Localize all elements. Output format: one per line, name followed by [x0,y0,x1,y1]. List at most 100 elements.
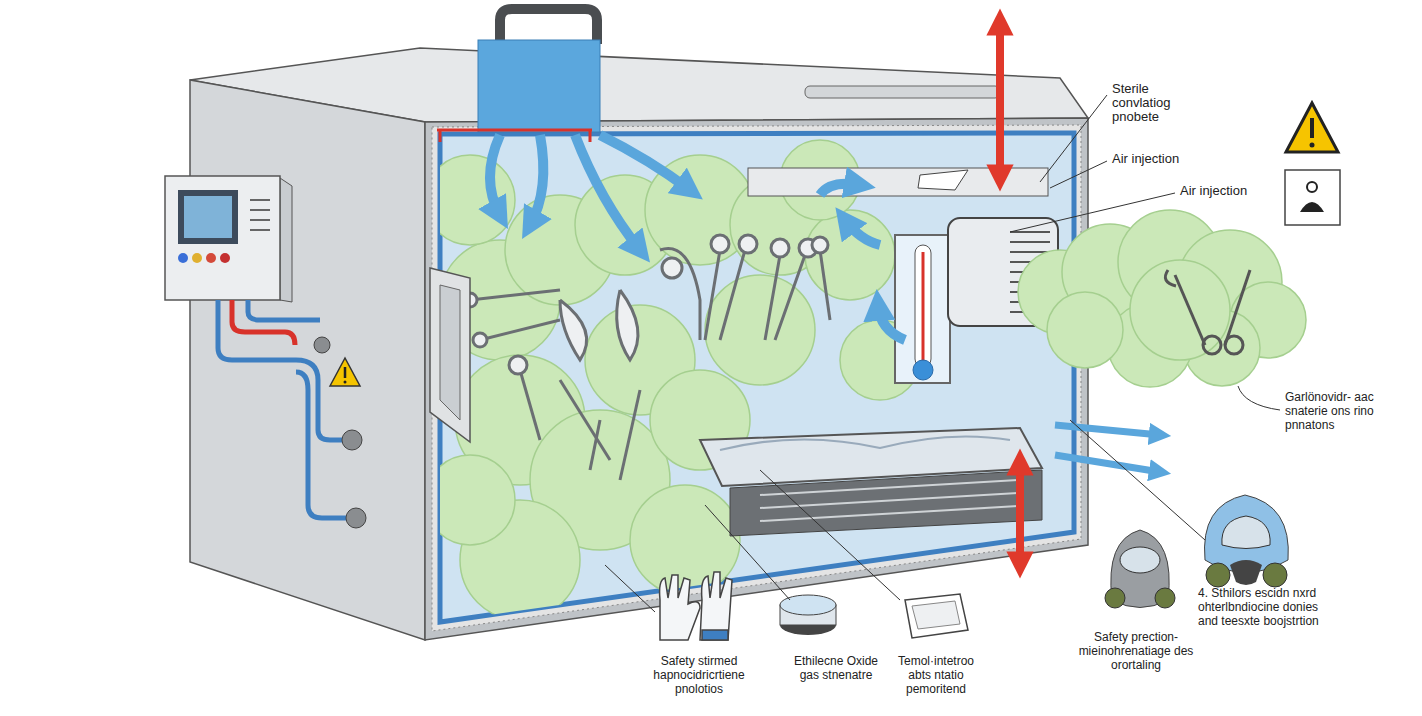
leader-lines-part [1050,161,1107,188]
thermometer [895,235,950,383]
instruments-part [473,333,487,347]
gas-mask-part [1120,547,1160,573]
leader-lines [605,95,1280,612]
control-panel-part [192,253,202,263]
control-panel-part-part [250,199,270,201]
leader-lines-part [1238,386,1280,410]
control-panel-part-part [250,209,270,211]
instruments-part [470,290,560,300]
flow-arrows-part [878,305,905,340]
pipe-connectors-part [342,430,362,450]
air-vent-part-part [1010,241,1050,243]
leader-lines-part [1070,420,1205,540]
callout-label: Sterile convlatiog pnobete [1112,82,1204,124]
control-panel [165,176,292,302]
gas-cloud-part-part [425,155,515,245]
hazard-signs-part [1310,143,1315,148]
instruments-part [520,370,540,440]
tray-part [730,470,1042,536]
pipe-connectors-part [314,337,330,353]
pipe-connectors-part [346,508,366,528]
instruments-part [480,320,560,340]
heat-arrows [1000,22,1020,565]
instruments-part [560,300,587,360]
gas-mask-part [1230,560,1262,585]
callout-label: Safety stirmed hapnocidricrtiene pnoloti… [638,654,760,696]
air-vent-part-part [1010,231,1050,233]
warning-symbol [330,358,360,386]
callout-label: Ethilecne Oxide gas stnenatre [786,654,886,682]
warning-symbol-part [344,367,347,378]
hazard-signs [1285,103,1340,225]
exhaust-tools-part [1175,275,1205,345]
instruments-part [620,390,640,480]
callout-label: Temol·intetroo abts ntatio pemoritend [890,654,982,696]
gloves-part [700,572,732,640]
warning-symbol-part [330,358,360,386]
tray-part [760,480,1020,521]
exhaust-tools-part [1225,336,1243,354]
instruments-part [509,356,527,374]
gas-mask-part [1155,588,1175,608]
warning-symbol-part [344,381,347,384]
side-door [430,268,470,442]
leader-lines-part [760,470,900,600]
thermometer-part [915,245,931,367]
instruments-part [812,237,828,253]
control-panel-part [280,178,292,302]
flow-arrows-part [820,184,860,195]
instruments-part [660,249,700,340]
flow-arrows-part [530,135,543,225]
flow-arrows [490,135,905,340]
control-panel-part [178,253,188,263]
pipes [218,300,346,518]
control-panel-part-part [250,229,270,231]
top-shelf-part [918,170,968,190]
heat-arrows-part [996,22,1004,178]
thermometer-part [913,360,933,380]
control-panel-part [184,196,232,238]
exhaust-arrows-part [1055,425,1160,435]
instruments-part [662,258,682,278]
thermometer-part [895,235,950,383]
hazard-signs-part [1307,182,1317,192]
heat-arrows-part [1016,462,1024,565]
leader-lines-part [705,505,790,600]
leader-lines-part [605,565,655,612]
cabinet-part [432,125,1081,631]
pipes-part [296,372,346,518]
pipes-part [218,300,296,360]
gas-mask-part [1222,516,1270,549]
side-door-part [440,285,460,420]
gloves [660,572,732,640]
hazard-signs-part [1285,170,1340,225]
instruments-part [617,290,638,360]
instruments-part [705,250,745,340]
exhaust-cloud-part [1047,292,1123,368]
hazard-signs-part [1310,118,1314,138]
exhaust-tools-part [1203,336,1221,354]
exhaust-tools-part [1225,270,1250,345]
control-panel-part [178,190,238,244]
cabinet-part [478,40,600,132]
gloves-part [702,630,728,640]
sample-tray-part [912,601,960,629]
cabinet-part [440,133,1074,622]
callout-label: Air injection [1180,184,1280,198]
instruments-part [560,380,610,460]
top-handle [500,9,597,44]
cabinet-part [805,86,1000,98]
sample-tray [905,594,968,638]
flow-arrows-part [845,220,880,245]
gloves-part [660,575,700,640]
gas-mask-part [1105,588,1125,608]
cabinet-part [437,130,592,142]
hazard-signs-part [1286,103,1338,152]
instruments-part [765,255,805,340]
exhaust-tools-part [1165,270,1176,286]
callout-label: Air injection [1112,152,1212,166]
tray-part-part [760,480,1020,495]
gas-cloud-part-part [805,210,895,300]
callout-label: Garlönovidr- aac snaterie ons rino pnnat… [1285,390,1385,432]
instruments-part [711,235,729,253]
